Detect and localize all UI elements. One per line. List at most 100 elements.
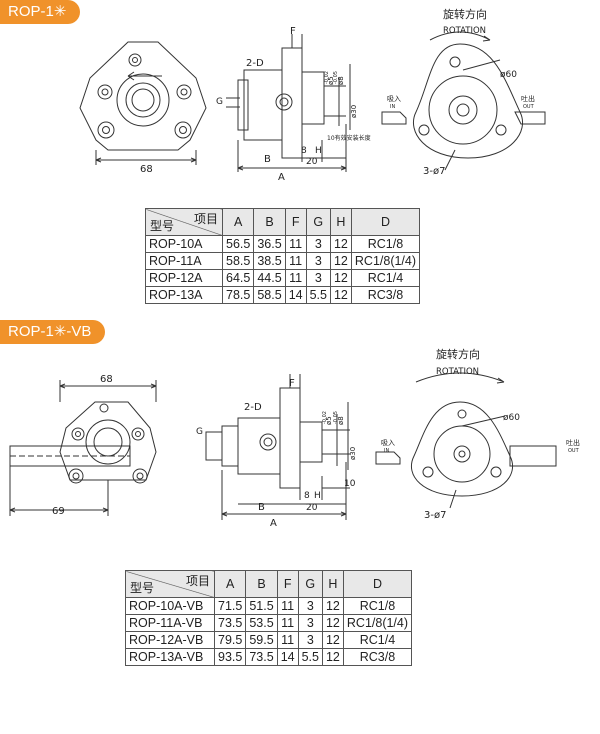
table-cell: 44.5 xyxy=(253,269,286,287)
table-cell: 12 xyxy=(321,631,344,649)
dim-F: F xyxy=(290,26,296,37)
table-header-row: 项目 型号 A B F G H D xyxy=(125,570,413,598)
front-view xyxy=(9,380,157,516)
table-cell: RC1/8 xyxy=(342,597,413,615)
table-cell: 12 xyxy=(321,597,344,615)
dia-5: ø5 xyxy=(325,416,333,425)
holes-3-dia-7: 3-ø7 xyxy=(423,166,445,177)
dia-8: ø8 xyxy=(337,416,345,425)
section-badge-rop-1: ROP-1✳ xyxy=(0,0,81,24)
table-cell: RC1/8(1/4) xyxy=(342,614,413,632)
dia-30: ø30 xyxy=(349,447,357,460)
table-cell: 11 xyxy=(276,614,299,632)
table-cell: 56.5 xyxy=(221,235,255,253)
rop-1-vb-drawing: 68 69 F 2-D G B A 8 H 20 10 ø5 ø8 ø30 -0… xyxy=(9,347,580,529)
dim-A: A xyxy=(270,518,277,529)
tolerance-2: -0.05 xyxy=(333,71,339,84)
dia-60: ø60 xyxy=(503,413,520,423)
rear-view xyxy=(375,372,557,509)
table-cell: RC1/8 xyxy=(350,235,421,253)
model-cell: ROP-12A xyxy=(145,269,223,287)
dim-A: A xyxy=(278,172,285,183)
table-cell: RC1/8(1/4) xyxy=(350,252,421,270)
table-row: ROP-10A 56.5 36.5 11 3 12 RC1/8 xyxy=(145,235,421,253)
model-cell: ROP-13A xyxy=(145,286,223,304)
dim-20: 20 xyxy=(306,157,318,167)
outlet-label-cn: 吐出 xyxy=(566,438,580,447)
table-corner-cell: 项目 型号 xyxy=(145,208,223,236)
table-cell: 12 xyxy=(321,648,344,666)
table-cell: 11 xyxy=(276,597,299,615)
table-cell: 12 xyxy=(329,269,352,287)
outlet-label-cn: 吐出 xyxy=(521,94,535,103)
column-header: A xyxy=(221,208,255,236)
dim-2-D: 2-D xyxy=(244,402,262,413)
outlet-label-en: OUT xyxy=(568,448,580,454)
table-cell: 79.5 xyxy=(213,631,247,649)
table-cell: 5.5 xyxy=(305,286,331,304)
model-cell: ROP-10A-VB xyxy=(125,597,215,615)
spec-table-rop-1: 项目 型号 A B F G H D ROP-10A 56.5 36.5 11 3… xyxy=(145,208,421,304)
table-cell: 93.5 xyxy=(213,648,247,666)
rotation-label-cn: 旋转方向 xyxy=(436,347,480,361)
column-header: B xyxy=(253,208,286,236)
table-cell: RC3/8 xyxy=(350,286,421,304)
table-cell: 11 xyxy=(284,235,307,253)
rotation-label-en: ROTATION xyxy=(443,26,486,36)
dim-B: B xyxy=(258,502,265,513)
model-cell: ROP-12A-VB xyxy=(125,631,215,649)
model-cell: ROP-10A xyxy=(145,235,223,253)
dim-20: 20 xyxy=(306,503,318,513)
table-cell: 78.5 xyxy=(221,286,255,304)
table-cell: 3 xyxy=(305,235,331,253)
dim-H: H xyxy=(315,146,322,156)
tolerance-1: -0.02 xyxy=(324,71,330,84)
column-header: H xyxy=(329,208,352,236)
dim-8: 8 xyxy=(304,491,310,501)
table-cell: 12 xyxy=(321,614,344,632)
table-row: ROP-13A-VB 93.5 73.5 14 5.5 12 RC3/8 xyxy=(125,648,413,666)
table-row: ROP-12A-VB 79.5 59.5 11 3 12 RC1/4 xyxy=(125,631,413,649)
dia-5: ø5 xyxy=(327,76,335,85)
inlet-label-en: IN xyxy=(384,448,389,454)
dia-8: ø8 xyxy=(337,76,345,85)
dim-2-D: 2-D xyxy=(246,58,264,69)
table-cell: 14 xyxy=(276,648,299,666)
table-cell: 59.5 xyxy=(245,631,278,649)
tolerance-1: -0.02 xyxy=(322,411,328,424)
column-header: F xyxy=(284,208,307,236)
holes-3-dia-7: 3-ø7 xyxy=(424,510,446,521)
model-cell: ROP-11A xyxy=(145,252,223,270)
corner-item-label: 项目 xyxy=(185,574,210,588)
inlet-label-en: IN xyxy=(390,104,395,110)
table-cell: 14 xyxy=(284,286,307,304)
column-header: G xyxy=(297,570,323,598)
table-cell: 73.5 xyxy=(245,648,278,666)
table-cell: RC1/4 xyxy=(342,631,413,649)
side-view xyxy=(226,34,351,172)
table-row: ROP-11A-VB 73.5 53.5 11 3 12 RC1/8(1/4) xyxy=(125,614,413,632)
spec-table-rop-1-vb: 项目 型号 A B F G H D ROP-10A-VB 71.5 51.5 1… xyxy=(125,570,413,666)
column-header: D xyxy=(350,208,421,236)
dim-H: H xyxy=(314,491,321,501)
table-header-row: 项目 型号 A B F G H D xyxy=(145,208,421,236)
dim-69: 69 xyxy=(52,506,65,517)
dim-68: 68 xyxy=(100,374,113,385)
dim-F: F xyxy=(289,378,295,389)
dia-60: ø60 xyxy=(500,70,517,80)
column-header: B xyxy=(245,570,278,598)
dim-68: 68 xyxy=(140,164,153,175)
table-cell: 71.5 xyxy=(213,597,247,615)
column-header: G xyxy=(305,208,331,236)
rotation-label-en: ROTATION xyxy=(436,367,479,377)
tolerance-2: -0.05 xyxy=(333,411,339,424)
side-view xyxy=(205,374,350,520)
corner-item-label: 项目 xyxy=(193,212,218,226)
table-cell: RC1/4 xyxy=(350,269,421,287)
table-cell: 12 xyxy=(329,235,352,253)
model-cell: ROP-11A-VB xyxy=(125,614,215,632)
table-cell: 58.5 xyxy=(221,252,255,270)
dia-30: ø30 xyxy=(350,105,358,118)
table-cell: 38.5 xyxy=(253,252,286,270)
table-cell: 73.5 xyxy=(213,614,247,632)
